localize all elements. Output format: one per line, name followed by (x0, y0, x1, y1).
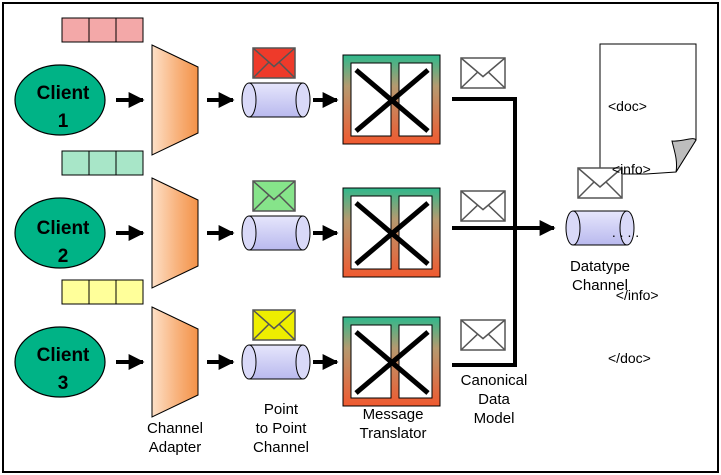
client-3-number: 3 (57, 373, 69, 394)
adapter-trapezoid-icon (151, 177, 199, 289)
client-row-3 (14, 279, 506, 418)
channel-adapter-line-2: Adapter (148, 439, 202, 456)
datatype-channel-line-1: Datatype (569, 258, 631, 275)
doc-line-5: </doc> (608, 350, 651, 366)
client-2-number: 2 (57, 246, 69, 267)
client-row-2 (14, 150, 506, 289)
datatype-channel-label: Datatype Channel (550, 257, 650, 295)
client-1-number: 1 (57, 111, 69, 132)
point-to-point-line-2: to Point (255, 420, 307, 437)
doc-line-2: <info> (608, 161, 651, 177)
channel-cylinder-icon (241, 215, 311, 251)
translator-x-icon (342, 187, 441, 278)
canonical-envelope-icon (460, 57, 506, 89)
message-format-icon (61, 17, 144, 43)
message-translator-line-2: Translator (359, 425, 427, 442)
channel-cylinder-icon (241, 344, 311, 380)
datatype-channel-line-2: Channel (572, 277, 628, 294)
document-icon (599, 43, 697, 175)
channel-adapter-label: Channel Adapter (130, 419, 220, 457)
canonical-line-2: Data (478, 391, 510, 408)
doc-line-4: </info> (608, 287, 659, 303)
canonical-line-1: Canonical (460, 372, 528, 389)
adapter-trapezoid-icon (151, 44, 199, 156)
client-3-label: Client 3 (18, 342, 108, 398)
point-to-point-line-3: Channel (253, 439, 309, 456)
canonical-line-3: Model (473, 410, 515, 427)
client-2-name: Client (36, 218, 90, 239)
channel-envelope-icon (252, 47, 296, 79)
datatype-envelope-icon (577, 167, 623, 199)
client-2-label: Client 2 (18, 215, 108, 271)
client-1-label: Client 1 (18, 80, 108, 136)
adapter-trapezoid-icon (151, 306, 199, 418)
doc-line-1: <doc> (608, 98, 647, 114)
translator-x-icon (342, 316, 441, 407)
message-format-icon (61, 150, 144, 176)
channel-envelope-icon (252, 180, 296, 212)
channel-envelope-icon (252, 309, 296, 341)
client-ellipse (14, 326, 106, 398)
merge-connector (452, 97, 556, 367)
translator-x-icon (342, 54, 441, 145)
channel-adapter-line-1: Channel (147, 420, 203, 437)
client-3-name: Client (36, 345, 90, 366)
client-ellipse (14, 197, 106, 269)
message-translator-line-1: Message (362, 406, 424, 423)
point-to-point-label: Point to Point Channel (236, 400, 326, 457)
datatype-channel-cylinder-icon (565, 210, 635, 246)
client-ellipse (14, 64, 106, 136)
doc-line-3: . . . . (608, 224, 640, 240)
client-1-name: Client (36, 83, 90, 104)
message-format-icon (61, 279, 144, 305)
document-text: <doc> <info> . . . . </info> </doc> (608, 54, 659, 411)
message-translator-label: Message Translator (343, 405, 443, 443)
client-row-1 (14, 17, 506, 156)
canonical-envelope-icon (460, 319, 506, 351)
canonical-envelope-icon (460, 190, 506, 222)
canonical-data-model-label: Canonical Data Model (444, 371, 544, 428)
channel-cylinder-icon (241, 82, 311, 118)
point-to-point-line-1: Point (263, 401, 299, 418)
